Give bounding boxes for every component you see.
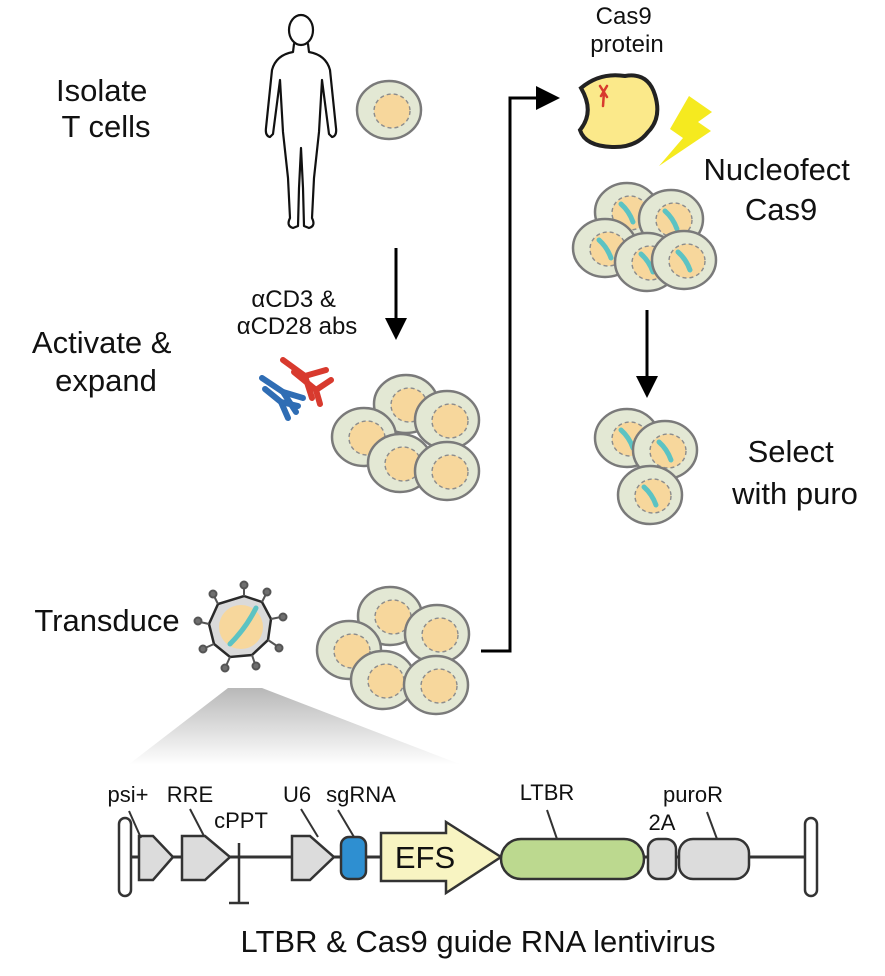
cas9-protein-label-line1: Cas9 bbox=[596, 3, 652, 30]
u6-promoter bbox=[290, 834, 336, 882]
p2a-label: 2A bbox=[649, 810, 676, 835]
nucleofect-label-line2: Cas9 bbox=[745, 192, 817, 227]
select-label: Select with puro bbox=[731, 434, 858, 511]
arrow-elbow bbox=[481, 86, 560, 653]
efs-label: EFS bbox=[395, 840, 455, 875]
ltr-right bbox=[803, 816, 819, 898]
isolate-label-line1: Isolate bbox=[56, 73, 147, 108]
psi-element bbox=[137, 834, 175, 882]
cas9-protein-icon bbox=[577, 73, 660, 150]
p2a-element bbox=[646, 837, 678, 881]
sgrna-element bbox=[339, 835, 368, 881]
lentivirus-icon bbox=[193, 580, 288, 673]
nucleofect-label-line1: Nucleofect bbox=[703, 152, 850, 187]
zoom-wedge bbox=[128, 688, 462, 765]
efs-promoter bbox=[379, 819, 504, 896]
ltbr-label: LTBR bbox=[520, 780, 575, 805]
lentivirus-construct: psi+ RRE cPPT U6 sgRNA EFS LTBR 2A puroR bbox=[108, 780, 819, 905]
antibodies-label: αCD3 & αCD28 abs bbox=[237, 286, 358, 340]
rre-label: RRE bbox=[167, 782, 213, 807]
psi-label: psi+ bbox=[108, 782, 149, 807]
ltbr-gene bbox=[499, 837, 646, 881]
arrow-down-1 bbox=[385, 248, 407, 340]
cppt-label: cPPT bbox=[214, 808, 268, 833]
arrow-down-2 bbox=[636, 310, 658, 398]
sgrna-label: sgRNA bbox=[326, 782, 396, 807]
cppt-element bbox=[229, 843, 249, 905]
select-label-line2: with puro bbox=[731, 476, 858, 511]
selected-t-cells bbox=[595, 409, 697, 524]
nucleofected-t-cells bbox=[573, 183, 716, 291]
antibody-icon bbox=[259, 357, 334, 421]
puror-gene bbox=[677, 837, 751, 881]
antibodies-label-line2: αCD28 abs bbox=[237, 313, 358, 340]
human-figure-icon bbox=[264, 13, 338, 230]
select-label-line1: Select bbox=[748, 434, 835, 469]
construct-leader-lines bbox=[128, 808, 718, 840]
cas9-protein-label-line2: protein bbox=[590, 31, 663, 58]
cas9-protein-label: Cas9 protein bbox=[590, 3, 663, 58]
activate-label-line1: Activate & bbox=[32, 325, 172, 360]
nucleofect-label: Nucleofect Cas9 bbox=[703, 152, 858, 227]
transduced-t-cells bbox=[315, 585, 471, 716]
construct-caption: LTBR & Cas9 guide RNA lentivirus bbox=[241, 924, 716, 959]
t-cell bbox=[355, 79, 423, 141]
activate-label: Activate & expand bbox=[32, 325, 180, 398]
u6-label: U6 bbox=[283, 782, 311, 807]
transduce-label: Transduce bbox=[34, 603, 179, 638]
lightning-icon bbox=[659, 96, 712, 166]
rre-element bbox=[180, 834, 232, 882]
ltr-left bbox=[117, 816, 133, 898]
isolate-label: Isolate T cells bbox=[56, 73, 156, 144]
expanded-t-cells bbox=[330, 373, 481, 502]
puror-label: puroR bbox=[663, 782, 723, 807]
activate-label-line2: expand bbox=[55, 363, 157, 398]
isolate-label-line2: T cells bbox=[61, 109, 150, 144]
antibodies-label-line1: αCD3 & bbox=[251, 286, 336, 313]
